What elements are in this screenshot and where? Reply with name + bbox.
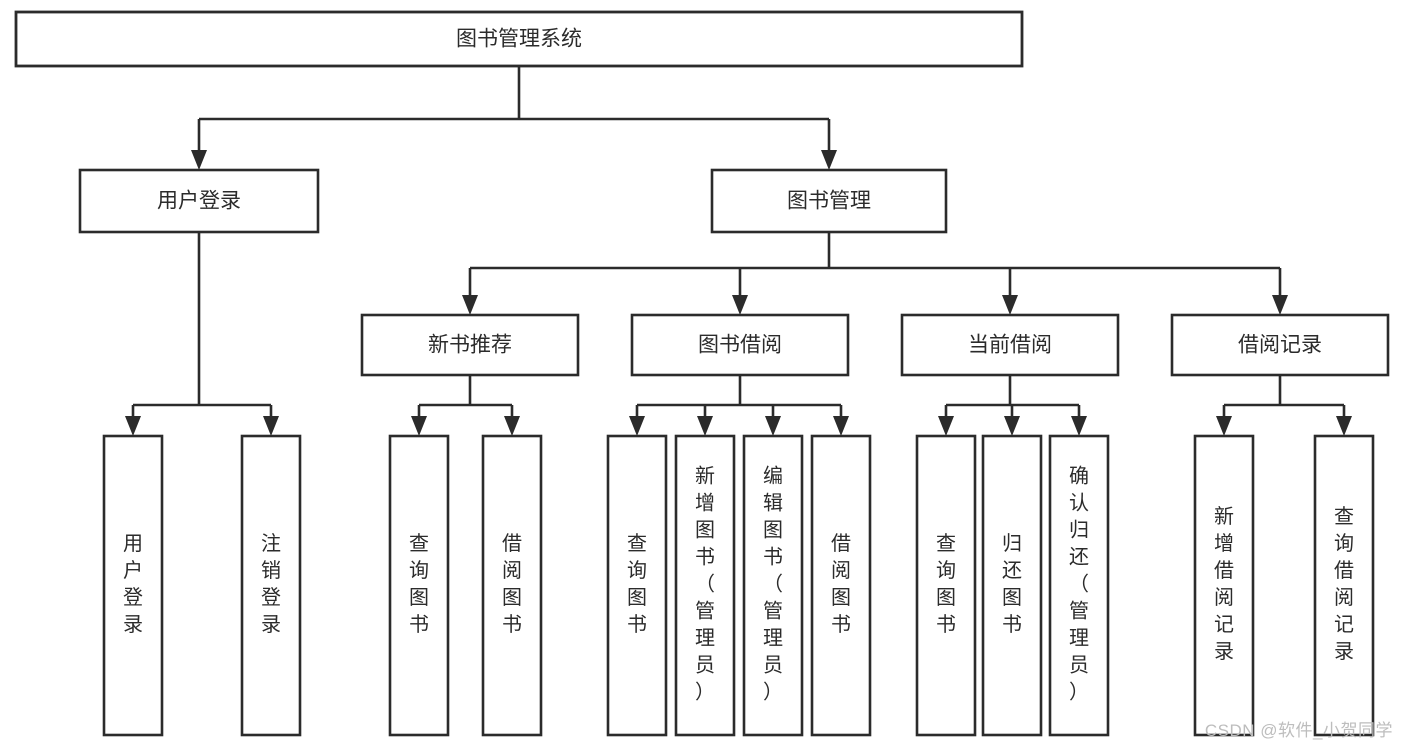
node-label: 图书借阅 bbox=[698, 334, 782, 357]
node-box[interactable] bbox=[630, 313, 850, 377]
arrow-head-icon bbox=[821, 150, 837, 170]
node-box[interactable] bbox=[78, 168, 320, 234]
node-current-borrow[interactable]: 当前借阅 bbox=[900, 313, 1120, 377]
connector-bus-new-book bbox=[411, 375, 520, 436]
node-borrow-record[interactable]: 借阅记录 bbox=[1170, 313, 1390, 377]
node-label: 借阅图书 bbox=[502, 532, 522, 636]
arrow-head-icon bbox=[765, 416, 781, 436]
node-label: 图书管理 bbox=[787, 190, 871, 213]
arrow-head-icon bbox=[1071, 416, 1087, 436]
node-leaf-user-logout[interactable]: 注销登录 bbox=[240, 434, 302, 737]
node-box[interactable] bbox=[481, 434, 543, 737]
node-book-borrow[interactable]: 图书借阅 bbox=[630, 313, 850, 377]
node-leaf-add-record[interactable]: 新增借阅记录 bbox=[1193, 434, 1255, 737]
node-leaf-add-book[interactable]: 新增图书（管理员） bbox=[674, 434, 736, 737]
arrow-head-icon bbox=[191, 150, 207, 170]
node-box[interactable] bbox=[981, 434, 1043, 737]
arrow-head-icon bbox=[1272, 295, 1288, 315]
connector-bus-book-manage bbox=[462, 232, 1288, 315]
node-box[interactable] bbox=[1313, 434, 1375, 737]
connector-bus-current-borrow bbox=[938, 375, 1087, 436]
node-box[interactable] bbox=[915, 434, 977, 737]
arrow-head-icon bbox=[833, 416, 849, 436]
node-label: 借阅记录 bbox=[1238, 334, 1322, 357]
node-box[interactable] bbox=[240, 434, 302, 737]
node-leaf-query-book-2[interactable]: 查询图书 bbox=[606, 434, 668, 737]
arrow-head-icon bbox=[263, 416, 279, 436]
connector-bus-book-borrow bbox=[629, 375, 849, 436]
arrow-head-icon bbox=[1002, 295, 1018, 315]
node-box[interactable] bbox=[1170, 313, 1390, 377]
node-label: 新增图书（管理员） bbox=[695, 465, 715, 704]
node-leaf-borrow-book-2[interactable]: 借阅图书 bbox=[810, 434, 872, 737]
arrow-head-icon bbox=[938, 416, 954, 436]
node-box[interactable] bbox=[742, 434, 804, 737]
arrow-head-icon bbox=[125, 416, 141, 436]
node-box[interactable] bbox=[1193, 434, 1255, 737]
node-label: 新增借阅记录 bbox=[1214, 505, 1234, 663]
node-leaf-return-book[interactable]: 归还图书 bbox=[981, 434, 1043, 737]
arrow-head-icon bbox=[697, 416, 713, 436]
arrow-head-icon bbox=[629, 416, 645, 436]
connector-bus-borrow-record bbox=[1216, 375, 1352, 436]
connector-bus-user-login bbox=[125, 232, 279, 436]
arrow-head-icon bbox=[1004, 416, 1020, 436]
connector-bus-root bbox=[191, 66, 837, 170]
node-leaf-borrow-book-1[interactable]: 借阅图书 bbox=[481, 434, 543, 737]
node-label: 查询图书 bbox=[936, 532, 956, 636]
node-label: 确认归还（管理员） bbox=[1069, 465, 1089, 704]
node-box[interactable] bbox=[1048, 434, 1110, 737]
node-leaf-query-book-1[interactable]: 查询图书 bbox=[388, 434, 450, 737]
node-label: 查询借阅记录 bbox=[1334, 505, 1354, 663]
node-box[interactable] bbox=[388, 434, 450, 737]
node-box[interactable] bbox=[810, 434, 872, 737]
node-new-book-recommend[interactable]: 新书推荐 bbox=[360, 313, 580, 377]
node-box[interactable] bbox=[900, 313, 1120, 377]
node-label: 归还图书 bbox=[1002, 532, 1022, 636]
node-box[interactable] bbox=[606, 434, 668, 737]
node-box[interactable] bbox=[360, 313, 580, 377]
node-box[interactable] bbox=[674, 434, 736, 737]
node-label: 当前借阅 bbox=[968, 334, 1052, 357]
node-box[interactable] bbox=[14, 10, 1024, 68]
arrow-head-icon bbox=[462, 295, 478, 315]
arrow-head-icon bbox=[504, 416, 520, 436]
node-label: 注销登录 bbox=[261, 532, 281, 636]
node-leaf-query-book-3[interactable]: 查询图书 bbox=[915, 434, 977, 737]
connector-layer bbox=[125, 66, 1352, 436]
node-label: 用户登录 bbox=[157, 190, 241, 213]
node-label: 借阅图书 bbox=[831, 532, 851, 636]
node-label: 编辑图书（管理员） bbox=[763, 465, 783, 704]
arrow-head-icon bbox=[411, 416, 427, 436]
node-root[interactable]: 图书管理系统 bbox=[14, 10, 1024, 68]
arrow-head-icon bbox=[1216, 416, 1232, 436]
node-book-manage[interactable]: 图书管理 bbox=[710, 168, 948, 234]
node-user-login[interactable]: 用户登录 bbox=[78, 168, 320, 234]
node-label: 查询图书 bbox=[627, 532, 647, 636]
node-label: 用户登录 bbox=[123, 533, 143, 636]
arrow-head-icon bbox=[1336, 416, 1352, 436]
node-label: 图书管理系统 bbox=[456, 28, 582, 51]
node-leaf-user-login[interactable]: 用户登录 bbox=[102, 434, 164, 737]
arrow-head-icon bbox=[732, 295, 748, 315]
node-leaf-query-record[interactable]: 查询借阅记录 bbox=[1313, 434, 1375, 737]
node-box[interactable] bbox=[102, 434, 164, 737]
node-label: 新书推荐 bbox=[428, 334, 512, 357]
watermark-credit: CSDN @软件_小贺同学 bbox=[1204, 721, 1393, 740]
node-leaf-confirm-return[interactable]: 确认归还（管理员） bbox=[1048, 434, 1110, 737]
node-layer: 图书管理系统用户登录图书管理新书推荐图书借阅当前借阅借阅记录用户登录注销登录查询… bbox=[14, 10, 1390, 737]
node-label: 查询图书 bbox=[409, 532, 429, 636]
node-leaf-edit-book[interactable]: 编辑图书（管理员） bbox=[742, 434, 804, 737]
node-box[interactable] bbox=[710, 168, 948, 234]
